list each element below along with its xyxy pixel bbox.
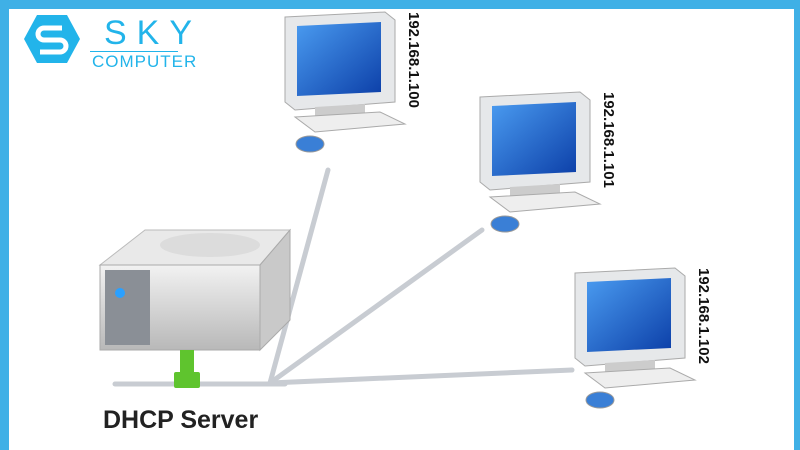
client-ip-1: 192.168.1.100	[405, 12, 422, 108]
logo-icon	[24, 15, 80, 63]
cable-client-1	[267, 167, 331, 386]
network-cables	[112, 167, 575, 387]
logo-divider	[90, 51, 178, 52]
cable-client-2	[267, 227, 485, 386]
logo-text-computer: COMPUTER	[92, 52, 198, 71]
client-ip-2: 192.168.1.101	[600, 92, 617, 188]
logo-text-sky: SKY	[104, 14, 203, 52]
client-computer-icon-1	[284, 11, 407, 153]
dhcp-server-icon	[98, 228, 292, 388]
dhcp-server-label: DHCP Server	[103, 406, 259, 434]
cable-client-3	[267, 367, 575, 386]
client-computer-icon-3	[574, 267, 697, 409]
client-computer-icon-2	[479, 91, 602, 233]
logo: SKY COMPUTER	[22, 12, 196, 71]
client-ip-3: 192.168.1.102	[695, 268, 712, 364]
